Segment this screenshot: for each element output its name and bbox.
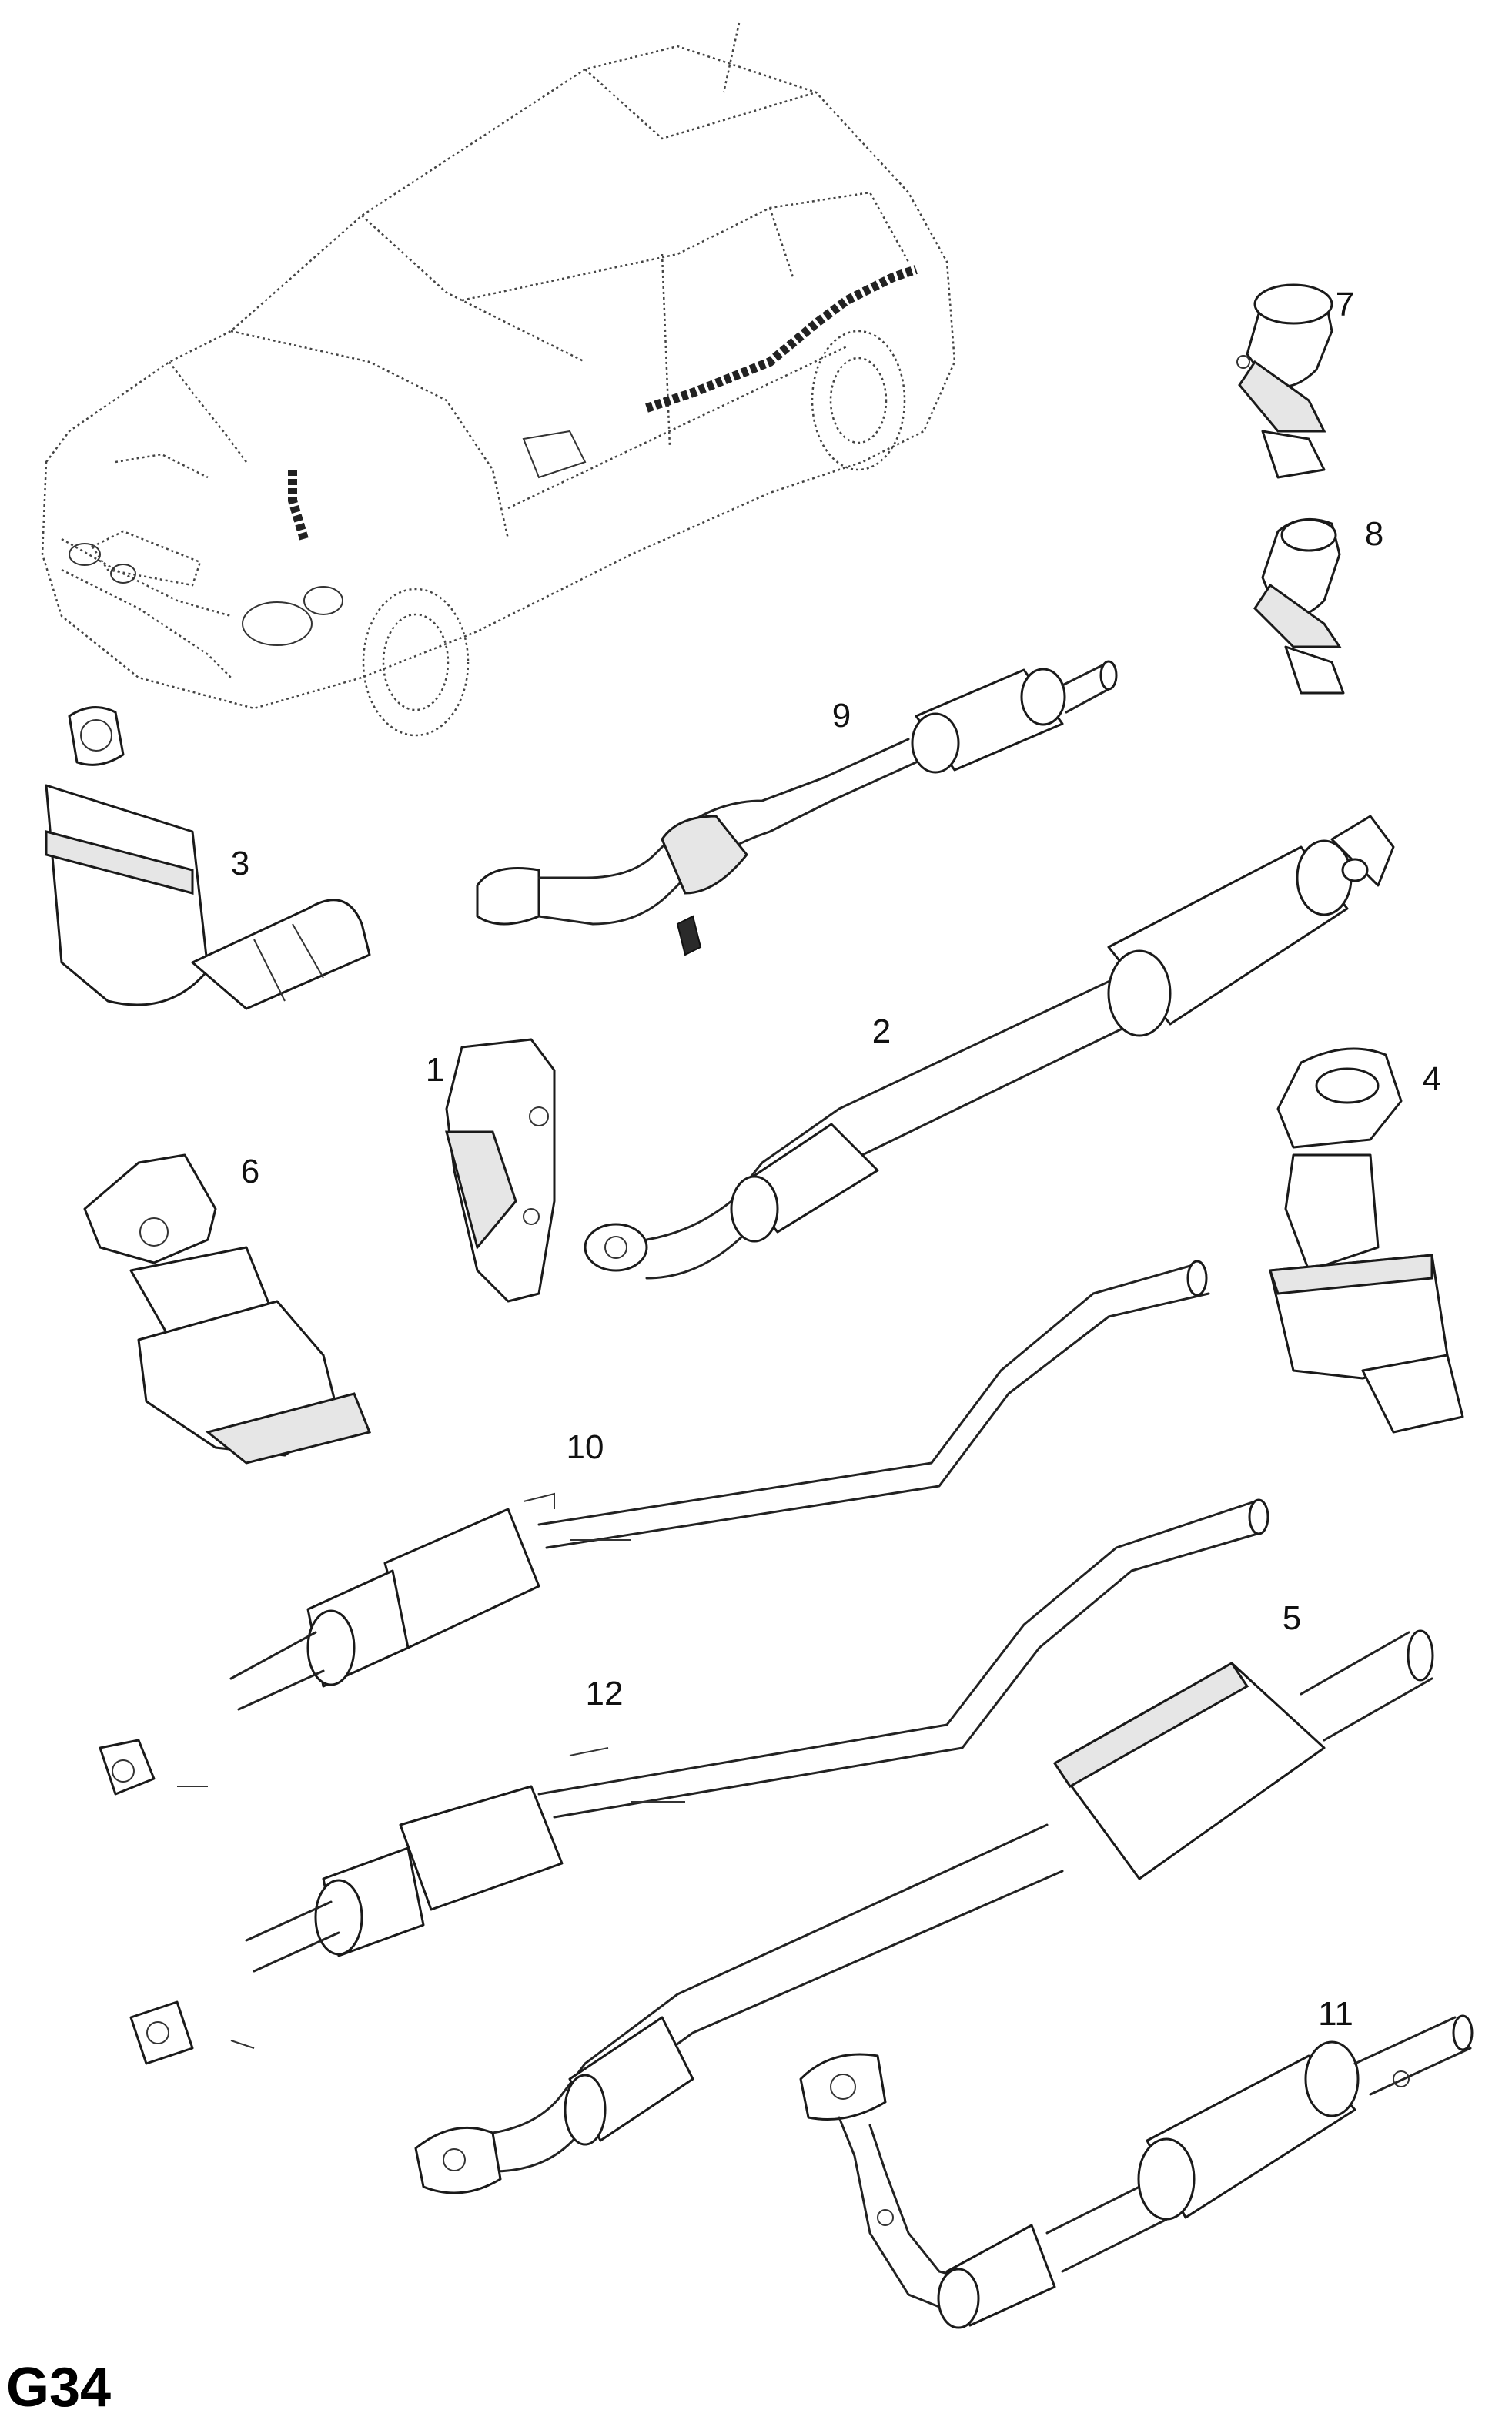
callout-12: 12 — [585, 1675, 624, 1712]
page-code-label: G34 — [6, 2357, 112, 2419]
callout-8: 8 — [1364, 515, 1384, 553]
callout-11: 11 — [1318, 1995, 1353, 2033]
part-9-front-pipe — [476, 660, 1118, 956]
part-12-exhaust-pipe-dpf — [129, 1498, 1269, 2065]
part-6-catalytic-converter — [83, 1153, 372, 1465]
callout-2: 2 — [871, 1013, 891, 1050]
part-7-catalytic-converter — [1236, 283, 1333, 479]
callout-3: 3 — [230, 845, 250, 882]
callout-9: 9 — [831, 697, 851, 735]
part-1-exhaust-manifold — [445, 1038, 556, 1303]
callout-1: 1 — [425, 1051, 445, 1089]
callout-5: 5 — [1282, 1599, 1302, 1637]
part-3-catalytic-converter — [45, 706, 371, 1010]
part-2-exhaust-pipe-catalytic — [584, 815, 1395, 1280]
callout-6: 6 — [240, 1153, 260, 1190]
part-5-exhaust-pipe-catalytic — [414, 1629, 1434, 2194]
callout-4: 4 — [1422, 1060, 1442, 1098]
vehicle-outline — [41, 22, 956, 737]
part-10-exhaust-pipe-dpf — [99, 1260, 1210, 1796]
part-8-catalytic-converter — [1253, 517, 1345, 695]
callout-10: 10 — [566, 1428, 604, 1466]
callout-7: 7 — [1335, 286, 1355, 323]
part-4-catalytic-converter — [1268, 1047, 1464, 1434]
part-11-front-pipe-catalytic — [799, 2014, 1474, 2329]
